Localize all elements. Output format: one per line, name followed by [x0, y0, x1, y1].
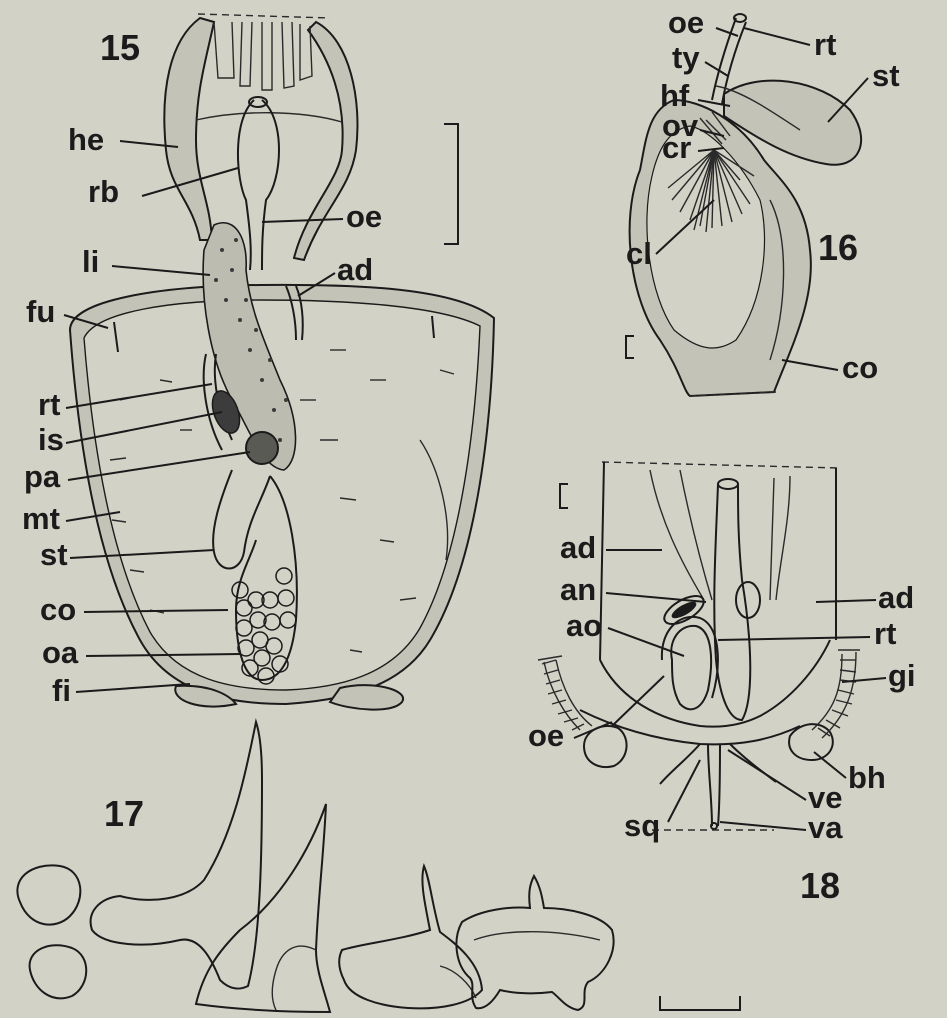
- fig18-label-oe: oe: [528, 718, 564, 753]
- fig17-number: 17: [104, 793, 144, 834]
- fig18-rectum-end: [718, 479, 738, 489]
- fig17-hook-medium: [196, 804, 330, 1012]
- fig17-rachidian: [456, 876, 613, 1010]
- fig16-label-rt: rt: [814, 27, 836, 62]
- fig18-bh-bulb: [789, 724, 833, 760]
- fig16-label-oe: oe: [668, 5, 704, 40]
- fig18-anus-right: [736, 582, 760, 618]
- fig15-label-rt: rt: [38, 387, 60, 422]
- fig15-label-oe: oe: [346, 199, 382, 234]
- fig18-leader-ve: [728, 750, 806, 800]
- fig16-label-st: st: [872, 58, 900, 93]
- fig18-leader-bh: [814, 752, 846, 778]
- fig18-scale-bar: [560, 484, 568, 508]
- fig18-va-end: [711, 823, 717, 829]
- fig18-number: 18: [800, 865, 840, 906]
- fig16-label-co: co: [842, 350, 878, 385]
- fig17-tooth-small: [339, 866, 482, 1008]
- fig18-label-an: an: [560, 572, 596, 607]
- fig17-plate-2: [30, 945, 87, 998]
- fig17-tooth-small-inner: [440, 966, 476, 998]
- fig15-number: 15: [100, 27, 140, 68]
- fig15-leader-li: [112, 266, 210, 275]
- fig15-head-left: [164, 18, 214, 240]
- fig18-rectum: [714, 484, 750, 720]
- fig17-hook-medium-inner: [272, 946, 316, 1010]
- fig18-label-ao: ao: [566, 608, 602, 643]
- fig15-cut-edge: [198, 14, 330, 18]
- fig15-label-he: he: [68, 122, 104, 157]
- fig17-scale-bar: [660, 996, 740, 1010]
- fig18-leader-ad: [816, 600, 876, 602]
- fig18-leader-rt: [718, 637, 870, 640]
- fig18-ao-loop: [671, 626, 711, 709]
- fig17-rachidian-inner: [474, 932, 600, 940]
- fig18-label-bh: bh: [848, 760, 886, 795]
- fig15-leader-fi: [76, 684, 190, 692]
- fig15-label-li: li: [82, 244, 99, 279]
- fig18-adductor-lines: [650, 470, 790, 600]
- fig18-leader-sq: [668, 760, 700, 822]
- fig15-label-mt: mt: [22, 501, 60, 536]
- fig15-label-fu: fu: [26, 294, 55, 329]
- fig18-leader-va: [720, 822, 806, 830]
- fig18-leader-gi: [842, 678, 886, 682]
- fig18-label-ad: ad: [560, 530, 596, 565]
- fig18-label-gi: gi: [888, 658, 916, 693]
- fig15-scale-bar: [444, 124, 458, 244]
- fig17-plate-1: [17, 865, 80, 924]
- fig18-label-rt: rt: [874, 616, 896, 651]
- fig16-label-cr: cr: [662, 130, 691, 165]
- fig15-fin-right: [330, 685, 403, 709]
- fig16-leader-oe: [716, 28, 738, 36]
- fig18-ventral-vessel: [708, 744, 720, 826]
- fig18-label-ad: ad: [878, 580, 914, 615]
- fig15-pancreas: [246, 432, 278, 464]
- fig16-leader-rt: [744, 28, 810, 45]
- fig15-label-co: co: [40, 592, 76, 627]
- fig15-label-pa: pa: [24, 459, 61, 494]
- fig16-leader-ty: [705, 62, 728, 76]
- figure-17-drawing: 17: [17, 722, 740, 1012]
- fig15-label-ad: ad: [337, 252, 373, 287]
- fig16-label-ty: ty: [672, 40, 700, 75]
- fig18-branches: [660, 744, 776, 784]
- fig18-label-va: va: [808, 810, 843, 845]
- fig15-label-fi: fi: [52, 673, 71, 708]
- fig16-leader-co: [782, 360, 838, 370]
- fig15-leader-oe: [262, 219, 343, 222]
- fig15-label-oa: oa: [42, 635, 79, 670]
- fig15-label-rb: rb: [88, 174, 119, 209]
- fig17-hook-large: [91, 722, 262, 988]
- fig16-label-cl: cl: [626, 236, 652, 271]
- fig15-label-st: st: [40, 537, 68, 572]
- fig15-label-is: is: [38, 422, 64, 457]
- fig18-label-sq: sq: [624, 808, 660, 843]
- fig18-oe-duct: [612, 676, 664, 726]
- fig16-scale-bar: [626, 336, 634, 358]
- fig18-cut-edge-top: [602, 462, 840, 468]
- fig16-number: 16: [818, 227, 858, 268]
